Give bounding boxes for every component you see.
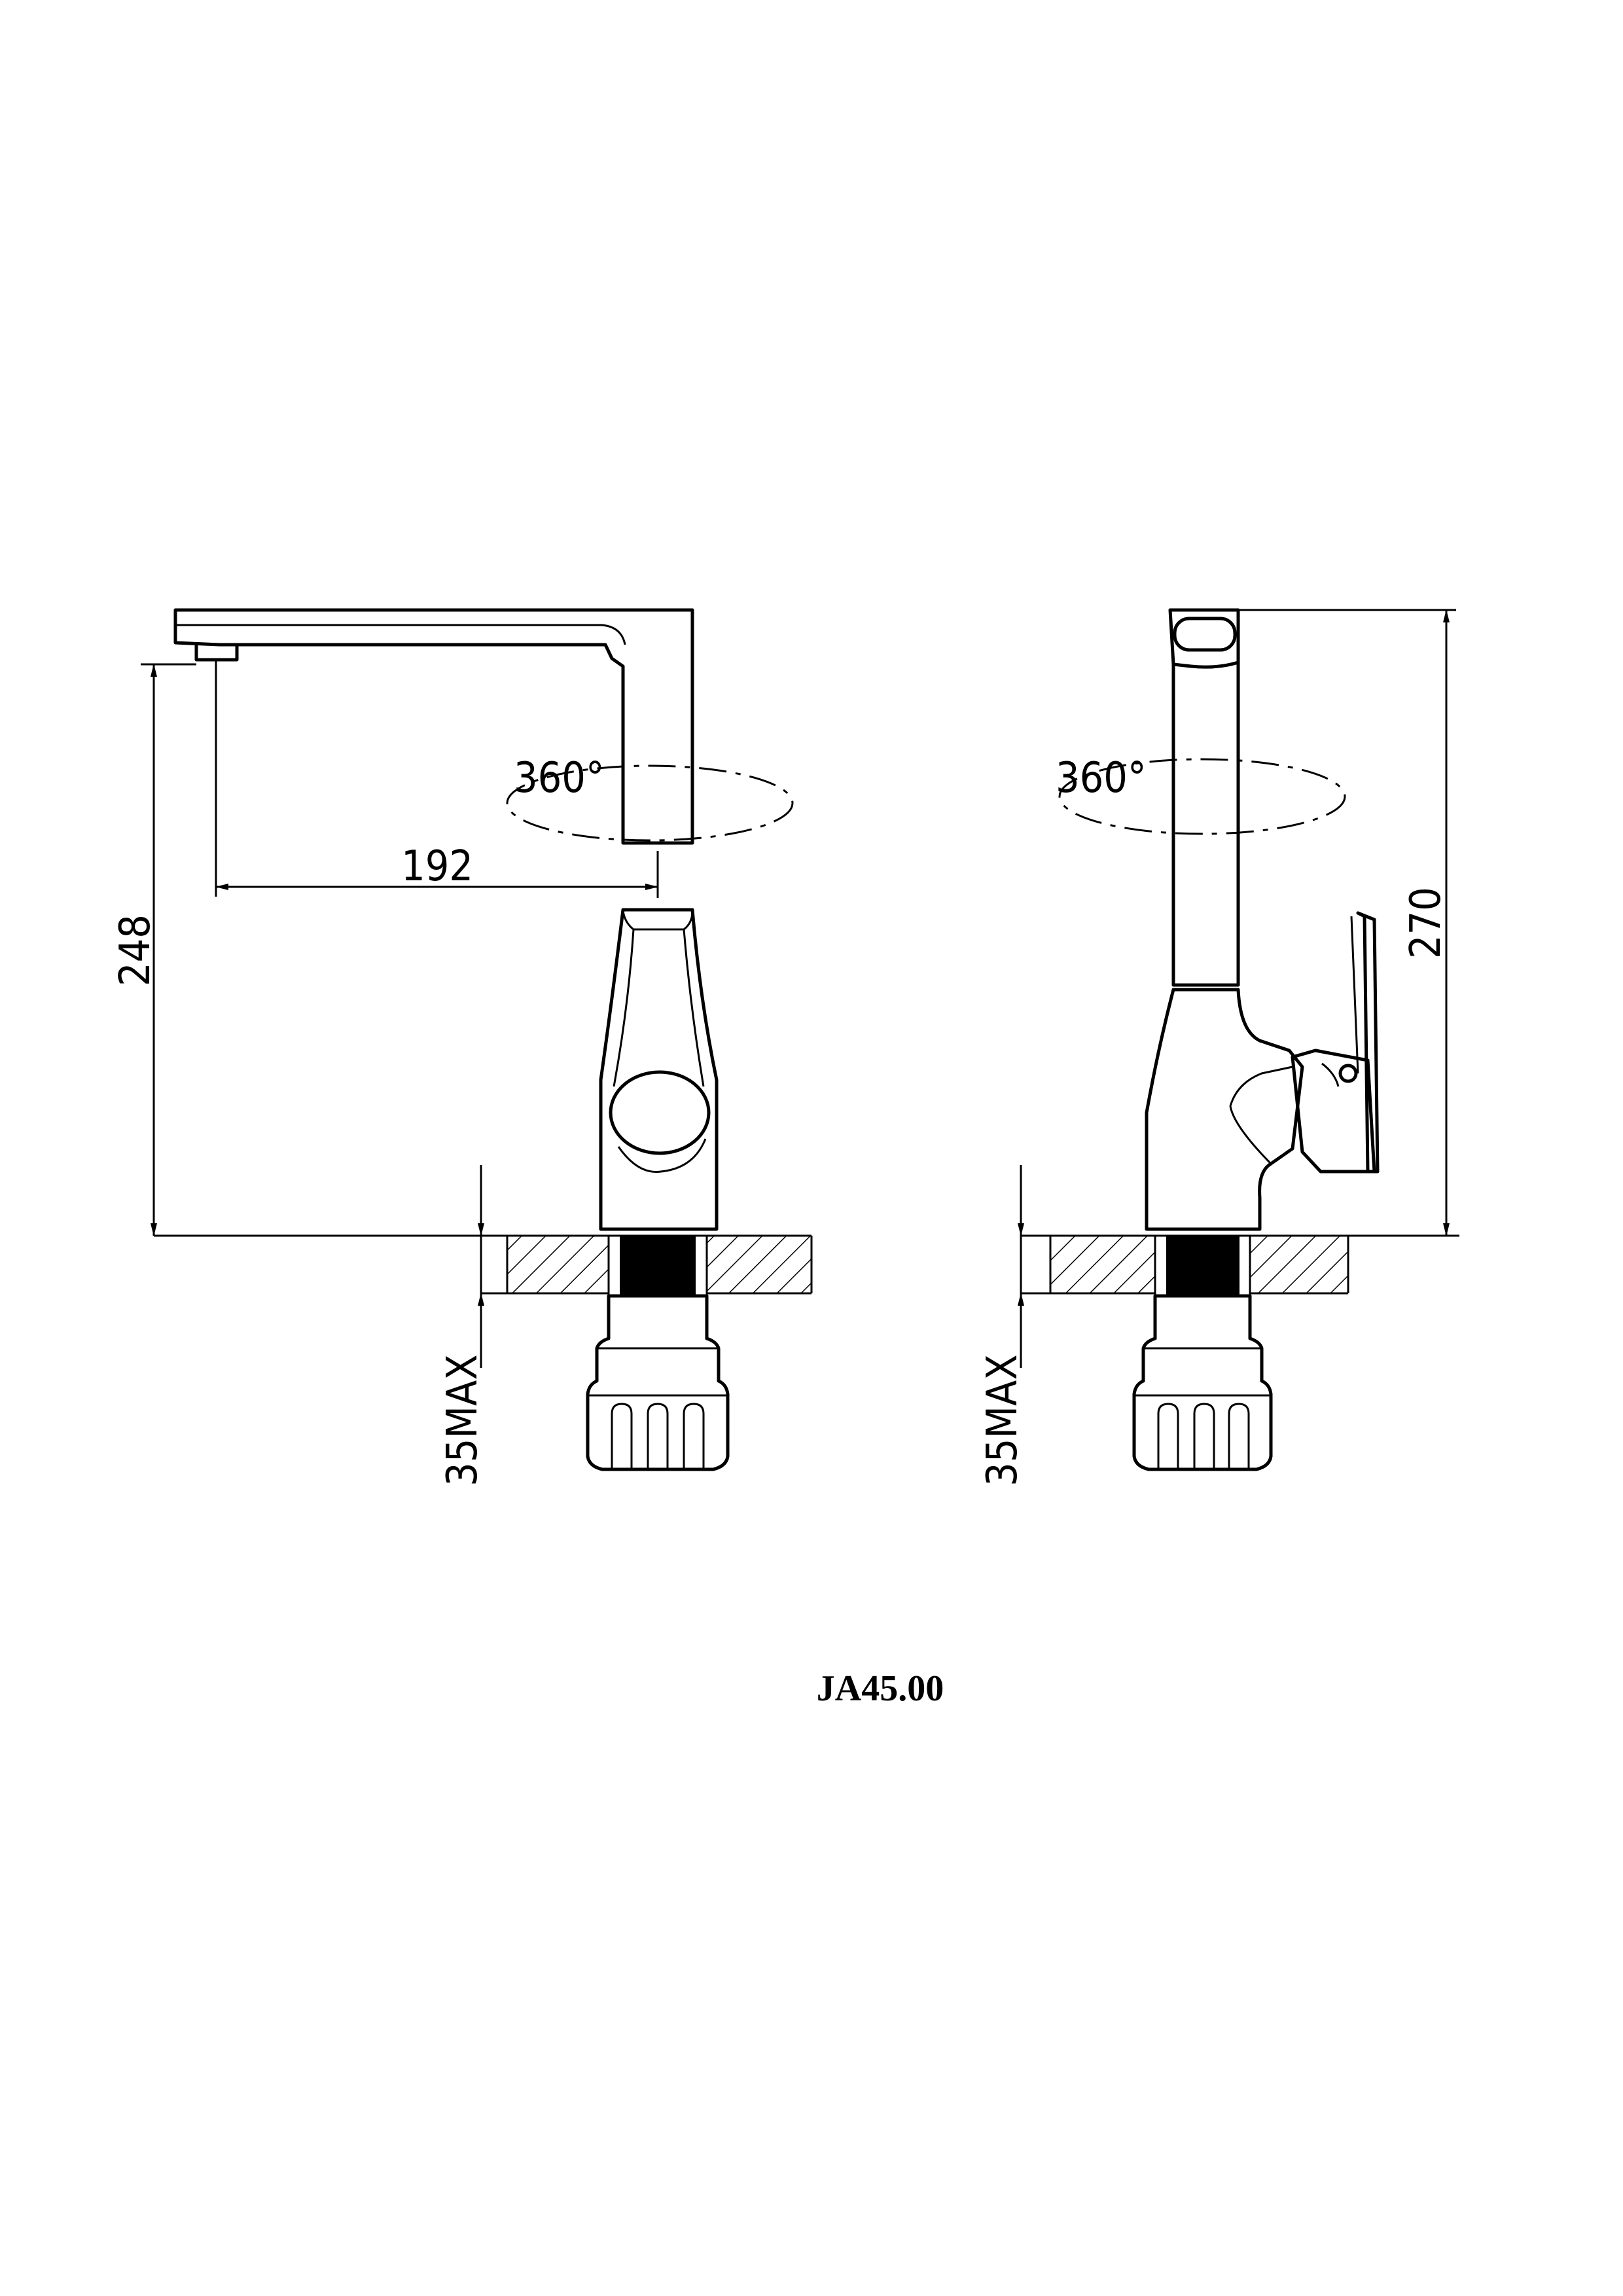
dimension-overall-height: 270 xyxy=(1402,887,1450,959)
threaded-shank-side xyxy=(1166,1236,1240,1296)
rotation-ellipse-right xyxy=(1058,758,1346,835)
handle-blade xyxy=(1356,911,1380,1174)
mixer-body xyxy=(599,908,719,1231)
spout-arm xyxy=(173,608,694,845)
mounting-nut xyxy=(586,1294,730,1471)
front-view: 360° 192 248 35MAX xyxy=(111,608,813,1486)
dimension-spout-reach: 192 xyxy=(401,842,473,891)
mixer-body-side xyxy=(1145,988,1304,1231)
mounting-nut-side xyxy=(1132,1294,1273,1471)
handle-lever xyxy=(1291,1049,1376,1174)
dimension-deck-max-right: 35MAX xyxy=(978,1354,1027,1486)
side-view: 360° 270 35MAX xyxy=(978,608,1459,1486)
threaded-shank xyxy=(620,1236,696,1296)
lever-cap xyxy=(609,1070,711,1155)
aerator xyxy=(194,643,239,662)
dimension-spout-height: 248 xyxy=(111,914,160,986)
aerator-side xyxy=(1173,617,1237,652)
spout-column xyxy=(1171,660,1240,987)
rotation-label-left: 360° xyxy=(514,754,605,802)
dimension-deck-max-left: 35MAX xyxy=(438,1354,487,1486)
rotation-label-right: 360° xyxy=(1056,754,1147,802)
rotation-ellipse-left xyxy=(506,764,794,842)
model-code: JA45.00 xyxy=(817,1668,944,1709)
